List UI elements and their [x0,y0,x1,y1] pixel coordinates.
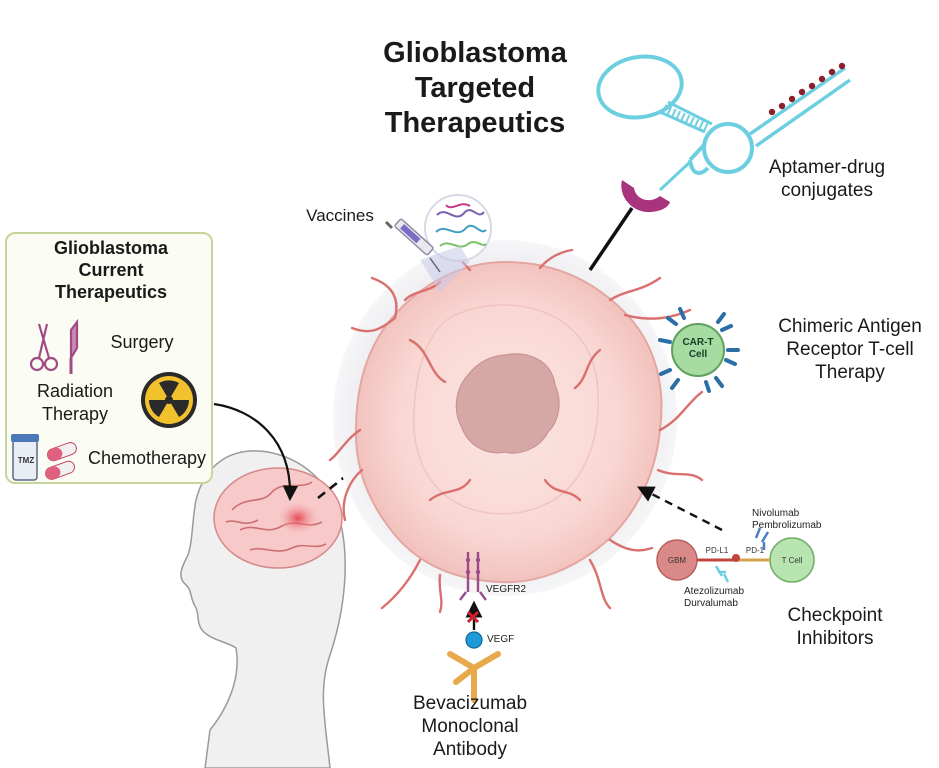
aptamer-cap [621,180,670,212]
page-title: Glioblastoma Targeted Therapeutics [383,37,567,139]
pd-1-antibody-icon [754,527,770,550]
checkpoint-illustration [637,486,815,583]
vegf-illustration [447,552,501,703]
vegfr2-label: VEGFR2 [486,584,527,595]
syringe-icon [384,218,441,273]
chemo-pills-icon [11,434,77,481]
blood-vessels [328,246,704,614]
atezolizumab-label: Atezolizumab Durvalumab [684,586,745,609]
pd-l1-antibody-icon [714,565,730,583]
radiation-label: Radiation Therapy [36,381,114,424]
current-therapeutics-title: Glioblastoma Current Therapeutics [53,238,169,302]
vegf-label: VEGF [487,634,515,645]
pd-1-label: PD-1 [745,546,765,555]
car-t-cell-label: CAR-T Cell [682,337,714,360]
vaccines-label: Vaccines [306,206,374,225]
nivolumab-label: Nivolumab Pembrolizumab [752,508,822,531]
tumor-core [455,353,560,454]
arrow-checkpoint-to-tumor [637,486,723,532]
arrow-to-brain [213,402,299,502]
gbm-label: GBM [667,556,687,565]
antibody-icon [447,651,501,703]
bevacizumab-label: Bevacizumab Monoclonal Antibody [412,693,528,760]
checkpoint-label: Checkpoint Inhibitors [787,605,883,649]
car-t-therapy-label: Chimeric Antigen Receptor T-cell Therapy [778,316,922,383]
vaccine-illustration [384,194,492,292]
tumor-illustration [328,240,704,614]
block-x-icon [466,610,480,624]
tmz-label: TMZ [17,456,35,465]
car-t-cell-illustration [658,307,740,393]
aptamer-illustration [588,54,852,271]
tumor-site-highlight [278,502,318,534]
chemotherapy-label: Chemotherapy [87,448,207,468]
current-therapeutics-panel: Glioblastoma Current Therapeutics Surger… [5,232,213,484]
human-head-illustration [180,450,346,768]
t-cell-label: T Cell [781,556,803,565]
surgery-label: Surgery [110,332,174,352]
surgery-tools-icon [29,318,79,374]
radiation-icon [141,372,197,428]
aptamer-label: Aptamer-drug conjugates [768,157,886,201]
pd-l1-label: PD-L1 [705,546,729,555]
